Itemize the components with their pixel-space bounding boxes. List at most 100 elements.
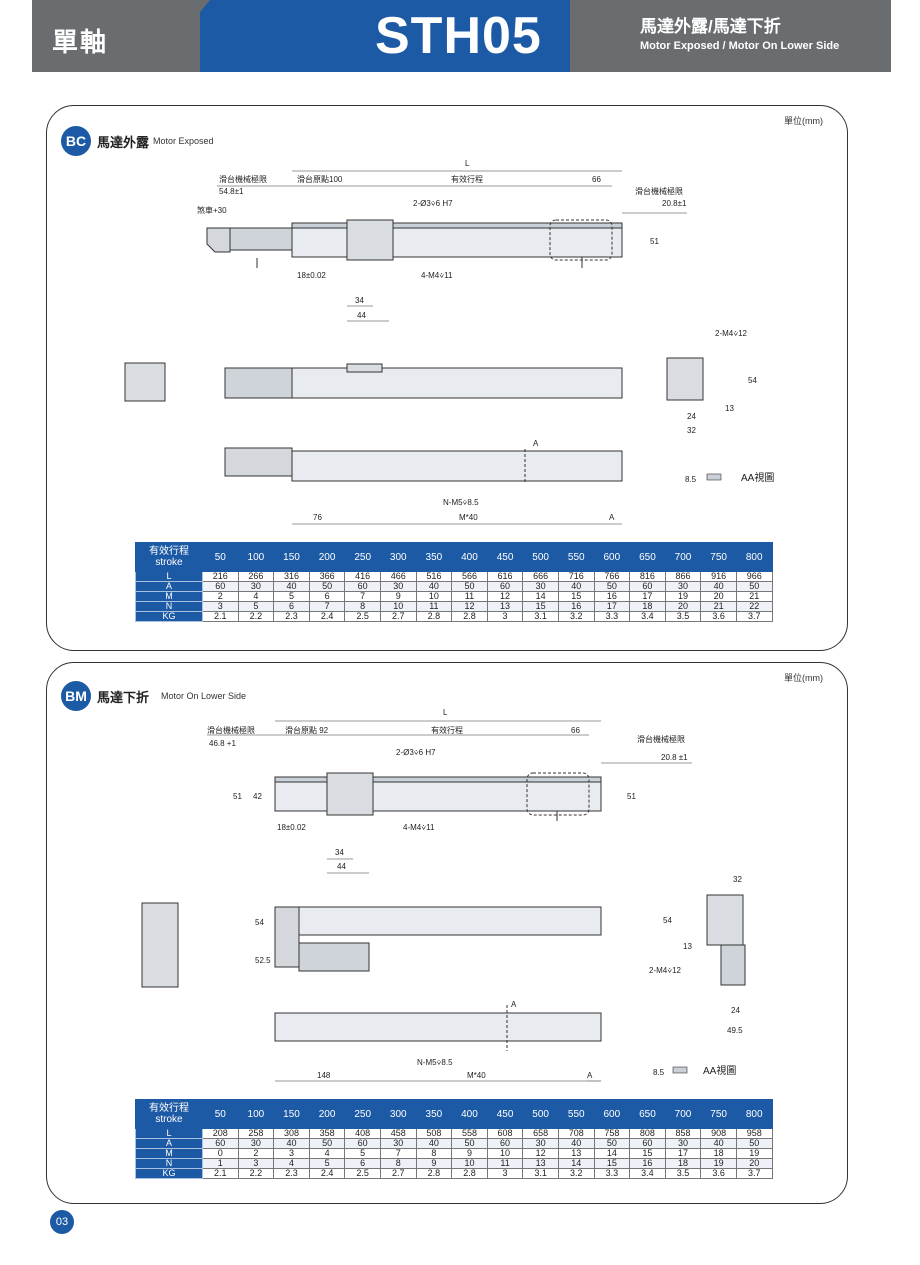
table-cell: 866 (664, 571, 702, 582)
table-cell: 808 (629, 1128, 666, 1139)
dim-52-5: 52.5 (255, 956, 271, 965)
bc-bottom-view (224, 447, 623, 484)
table-cell: 14 (593, 1148, 631, 1159)
table-cell: 3 (237, 1158, 275, 1169)
table-cell: 20 (700, 591, 737, 602)
label-m4-holes: 4-M4⩒11 (403, 823, 435, 832)
label-m4-holes: 4-M4⩒11 (421, 271, 453, 280)
table-cell: 2.3 (273, 611, 310, 622)
table-cell: 3.5 (664, 611, 702, 622)
header-title-en: Motor Exposed / Motor On Lower Side (640, 40, 840, 52)
table-cell: 50 (308, 581, 346, 592)
table-cell: 616 (486, 571, 524, 582)
dim-32: 32 (733, 875, 742, 884)
table-cell: 15 (629, 1148, 666, 1159)
section-subtitle: Motor On Lower Side (161, 691, 247, 701)
dim-A: A (587, 1071, 593, 1080)
table-cell: 50 (451, 1138, 488, 1149)
table-cell: 316 (273, 571, 310, 582)
table-header-cell: 400 (451, 1099, 488, 1129)
table-header-cell: 750 (700, 1099, 737, 1129)
table-cell: 40 (557, 581, 595, 592)
table-cell: 21 (700, 601, 737, 612)
table-cell: 15 (557, 591, 595, 602)
table-cell: 3.3 (593, 611, 631, 622)
table-cell: 5 (273, 591, 310, 602)
table-cell: 2.7 (379, 611, 417, 622)
section-title: 馬達下折 (97, 690, 150, 705)
table-cell: 766 (593, 571, 631, 582)
table-cell: 0 (202, 1148, 239, 1159)
table-cell: 2 (202, 591, 239, 602)
table-cell: 50 (735, 1138, 773, 1149)
table-cell: 3 (486, 1168, 524, 1179)
table-row-header: N (135, 1158, 203, 1169)
table-cell: 17 (593, 601, 631, 612)
table-cell: 3.7 (735, 611, 773, 622)
table-header-cell: 400 (451, 542, 488, 572)
bm-side-view (141, 894, 746, 988)
dim-m40: M*40 (467, 1071, 486, 1080)
table-header-cell: 550 (557, 542, 595, 572)
label-slide-limit: 滑台機械極限 (207, 725, 255, 735)
table-cell: 7 (308, 601, 346, 612)
label-brake: 煞車+30 (197, 205, 227, 215)
table-cell: 516 (415, 571, 453, 582)
dim-L: L (443, 708, 448, 717)
table-cell: 40 (415, 1138, 453, 1149)
table-cell: 2.1 (202, 1168, 239, 1179)
table-cell: 966 (735, 571, 773, 582)
dim-8-5: 8.5 (685, 475, 697, 484)
dim-54: 54 (748, 376, 757, 385)
table-cell: 60 (344, 581, 381, 592)
label-slide-limit-val: 46.8 +1 (209, 739, 236, 748)
bm-bottom-view (274, 1005, 602, 1051)
table-cell: 5 (344, 1148, 381, 1159)
table-cell: 816 (629, 571, 666, 582)
table-cell: 3.5 (664, 1168, 702, 1179)
table-cell: 40 (700, 581, 737, 592)
table-cell: 20 (735, 1158, 773, 1169)
table-cell: 40 (415, 581, 453, 592)
table-cell: 858 (664, 1128, 702, 1139)
table-header-cell: 750 (700, 542, 737, 572)
table-header-cell: 450 (486, 542, 524, 572)
table-header-cell: 250 (344, 542, 381, 572)
table-cell: 50 (308, 1138, 346, 1149)
table-cell: 10 (415, 591, 453, 602)
table-cell: 3 (273, 1148, 310, 1159)
dim-148: 148 (317, 1071, 331, 1080)
label-origin: 滑台原點 92 (285, 725, 329, 735)
table-cell: 308 (273, 1128, 310, 1139)
dim-42: 42 (253, 792, 262, 801)
table-header-cell: 700 (664, 1099, 702, 1129)
table-row-header: KG (135, 1168, 203, 1179)
dim-66: 66 (571, 726, 580, 735)
table-cell: 408 (344, 1128, 381, 1139)
label-tolerance: 18±0.02 (277, 823, 306, 832)
label-m4-12: 2-M4⩒12 (649, 966, 682, 975)
table-cell: 40 (700, 1138, 737, 1149)
bm-top-dims (207, 720, 692, 874)
table-cell: 20 (664, 601, 702, 612)
table-cell: 8 (379, 1158, 417, 1169)
table-cell: 10 (379, 601, 417, 612)
table-cell: 216 (202, 571, 239, 582)
table-row-header: M (135, 1148, 203, 1159)
table-cell: 60 (486, 581, 524, 592)
label-tolerance: 18±0.02 (297, 271, 326, 280)
table-cell: 11 (415, 601, 453, 612)
label-origin: 滑台原點100 (297, 174, 343, 184)
section-bc-panel: 單位(mm) BC 馬達外露 Motor Exposed L 滑台機械極限 54… (46, 105, 848, 651)
table-cell: 666 (522, 571, 559, 582)
label-aa-view: AA視圖 (741, 471, 774, 484)
table-cell: 258 (237, 1128, 275, 1139)
table-cell: 30 (237, 581, 275, 592)
table-cell: 3 (486, 611, 524, 622)
table-cell: 3.4 (629, 1168, 666, 1179)
label-slide-limit-val: 54.8±1 (219, 187, 244, 196)
